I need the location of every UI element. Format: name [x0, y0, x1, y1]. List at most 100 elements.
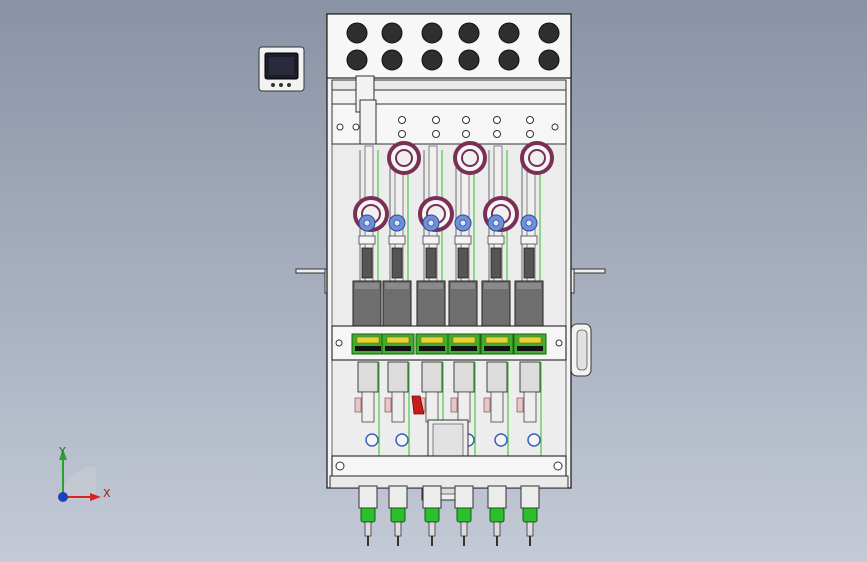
spindle-coupler — [365, 433, 379, 447]
plate-hole — [421, 49, 443, 71]
motor-shaft-housing — [361, 247, 373, 279]
nozzle-tip — [526, 521, 534, 537]
driver-boards — [351, 333, 547, 355]
side-cylinder-cap — [570, 323, 592, 377]
screw — [462, 116, 470, 124]
spindle-coupler — [527, 433, 541, 447]
nozzle-needle — [529, 536, 531, 546]
nozzle-needle — [496, 536, 498, 546]
nozzle-holder — [358, 485, 378, 509]
rail-screws — [336, 116, 559, 138]
screw — [352, 123, 360, 131]
pick-nozzles — [358, 485, 540, 546]
side-bracket-left — [295, 268, 330, 294]
pcb-chip — [517, 346, 543, 351]
bearing-bore — [525, 219, 533, 227]
plate-hole — [381, 22, 403, 44]
screw — [432, 116, 440, 124]
screw — [432, 130, 440, 138]
plate-hole — [381, 49, 403, 71]
pcb-connector — [356, 336, 380, 344]
bearing-bore — [363, 219, 371, 227]
spindle-body — [453, 361, 475, 393]
nozzle-holder — [487, 485, 507, 509]
bearing-block — [422, 235, 440, 245]
nozzle-tip — [394, 521, 402, 537]
plate-hole — [346, 22, 368, 44]
spindle-clamp — [483, 397, 491, 413]
bearing-block — [358, 235, 376, 245]
motor-cap — [419, 283, 443, 289]
pulley-hub — [395, 149, 413, 167]
y-axis-label: Y — [58, 445, 66, 458]
spindle-coupler — [494, 433, 508, 447]
pcb-connector — [485, 336, 509, 344]
motor-shaft-housing — [391, 247, 403, 279]
spindle-clamp — [384, 397, 392, 413]
motor-cap — [355, 283, 379, 289]
spindle-clamp — [516, 397, 524, 413]
top-plate-holes — [346, 22, 560, 71]
pcb-chip — [355, 346, 381, 351]
nozzle-holder — [520, 485, 540, 509]
screw — [462, 130, 470, 138]
screw — [493, 130, 501, 138]
nozzle-tip — [428, 521, 436, 537]
spindle-shaft — [391, 391, 405, 423]
motor-cap — [385, 283, 409, 289]
screw — [551, 123, 559, 131]
plate-hole — [498, 49, 520, 71]
motor-shaft-housing — [523, 247, 535, 279]
bearing-block — [520, 235, 538, 245]
pcb-connector — [452, 336, 476, 344]
screw — [336, 123, 344, 131]
plate-hole — [421, 22, 443, 44]
bearing-bore — [492, 219, 500, 227]
pulley-hub — [461, 149, 479, 167]
bearing-block — [487, 235, 505, 245]
x-axis-label: X — [103, 487, 111, 500]
red-actuator-part — [411, 395, 425, 415]
plate-hole — [458, 22, 480, 44]
pcb-connector — [420, 336, 444, 344]
bearing-bore — [459, 219, 467, 227]
nozzle-collar — [522, 507, 538, 523]
nozzle-collar — [489, 507, 505, 523]
idler-bearings — [358, 214, 538, 245]
pcb-chip — [385, 346, 411, 351]
motor-cap — [517, 283, 541, 289]
nozzle-tip — [460, 521, 468, 537]
nozzle-needle — [367, 536, 369, 546]
spindle-shaft — [457, 391, 471, 423]
pcb-connector — [386, 336, 410, 344]
plate-hole — [346, 49, 368, 71]
side-bracket-right — [569, 268, 606, 294]
bottom-beam — [329, 455, 569, 489]
spindle-clamp — [450, 397, 458, 413]
nozzle-collar — [390, 507, 406, 523]
nozzle-collar — [424, 507, 440, 523]
nozzle-holder — [422, 485, 442, 509]
nozzle-holder — [388, 485, 408, 509]
pcb-connector — [518, 336, 542, 344]
spindle-body — [486, 361, 508, 393]
plate-hole — [458, 49, 480, 71]
bearing-bore — [427, 219, 435, 227]
pressure-gauge-display-icon — [258, 46, 305, 92]
nozzle-collar — [360, 507, 376, 523]
motor-shaft-housing — [457, 247, 469, 279]
screw — [526, 116, 534, 124]
nozzle-collar — [456, 507, 472, 523]
nozzle-needle — [463, 536, 465, 546]
bearing-block — [388, 235, 406, 245]
spindle-clamp — [354, 397, 362, 413]
spindle-shaft — [490, 391, 504, 423]
spindle-body — [519, 361, 541, 393]
motor-cap — [451, 283, 475, 289]
nozzle-tip — [493, 521, 501, 537]
spindle-coupler — [395, 433, 409, 447]
nozzle-tip — [364, 521, 372, 537]
nozzle-needle — [431, 536, 433, 546]
